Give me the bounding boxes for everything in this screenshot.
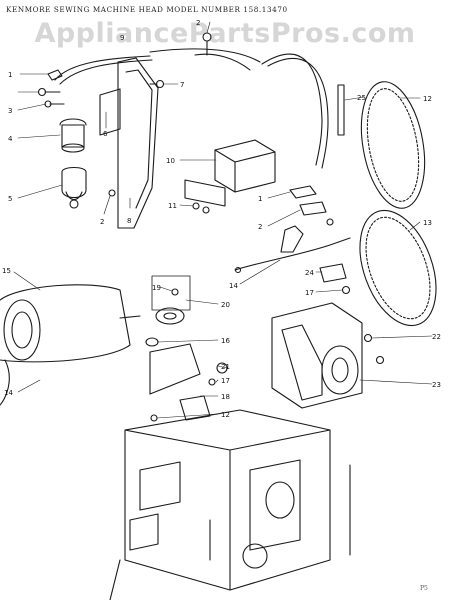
callout-19: 19 bbox=[152, 284, 161, 292]
callout-11: 11 bbox=[168, 202, 177, 210]
callout-10: 10 bbox=[166, 157, 175, 165]
callout-2b: 2 bbox=[100, 218, 104, 226]
callout-3: 3 bbox=[8, 107, 12, 115]
diagram-header: KENMORE SEWING MACHINE HEAD MODEL NUMBER… bbox=[6, 5, 288, 14]
motor-pulley bbox=[151, 275, 191, 325]
callout-18: 18 bbox=[221, 393, 230, 401]
leader-lines bbox=[13, 21, 433, 419]
page-code: P5 bbox=[420, 585, 428, 592]
callout-1b: 1 bbox=[258, 195, 262, 203]
motor-mount-assembly bbox=[271, 302, 385, 409]
callout-2c: 2 bbox=[258, 223, 262, 231]
callout-14: 14 bbox=[229, 282, 238, 290]
terminal-clips bbox=[289, 185, 334, 226]
callout-1: 1 bbox=[8, 71, 12, 79]
callout-labels: 1 2 3 4 5 6 7 2 8 9 10 11 1 2 25 12 13 2… bbox=[2, 19, 441, 419]
callout-17b: 17 bbox=[221, 377, 230, 385]
light-bracket bbox=[99, 57, 165, 229]
callout-8: 8 bbox=[127, 217, 131, 225]
motor-plate bbox=[319, 263, 351, 295]
callout-9: 9 bbox=[120, 34, 124, 42]
control-cord bbox=[234, 225, 351, 274]
callout-15: 15 bbox=[2, 267, 11, 275]
callout-12: 12 bbox=[423, 95, 432, 103]
callout-25: 25 bbox=[357, 94, 366, 102]
switch-assembly bbox=[184, 139, 276, 214]
callout-7: 7 bbox=[180, 81, 184, 89]
callout-16: 16 bbox=[221, 337, 230, 345]
callout-24: 24 bbox=[305, 269, 314, 277]
callout-22: 22 bbox=[432, 333, 441, 341]
callout-6: 6 bbox=[103, 130, 108, 138]
machine-head bbox=[109, 409, 351, 600]
top-screw bbox=[149, 32, 261, 71]
callout-17: 17 bbox=[305, 289, 314, 297]
lamp-socket-parts bbox=[37, 69, 87, 209]
callout-4: 4 bbox=[8, 135, 13, 143]
rod-part bbox=[337, 84, 345, 136]
callout-12b: 12 bbox=[221, 411, 230, 419]
callout-5: 5 bbox=[8, 195, 12, 203]
callout-2: 2 bbox=[196, 19, 200, 27]
wire-harness bbox=[54, 53, 329, 169]
callout-13: 13 bbox=[423, 219, 432, 227]
motor bbox=[0, 284, 141, 406]
callout-21: 21 bbox=[221, 363, 230, 371]
motor-bracket bbox=[145, 337, 228, 422]
drive-belts bbox=[359, 81, 437, 327]
callout-20: 20 bbox=[221, 301, 230, 309]
callout-14b: 14 bbox=[4, 389, 13, 397]
callout-23: 23 bbox=[432, 381, 441, 389]
